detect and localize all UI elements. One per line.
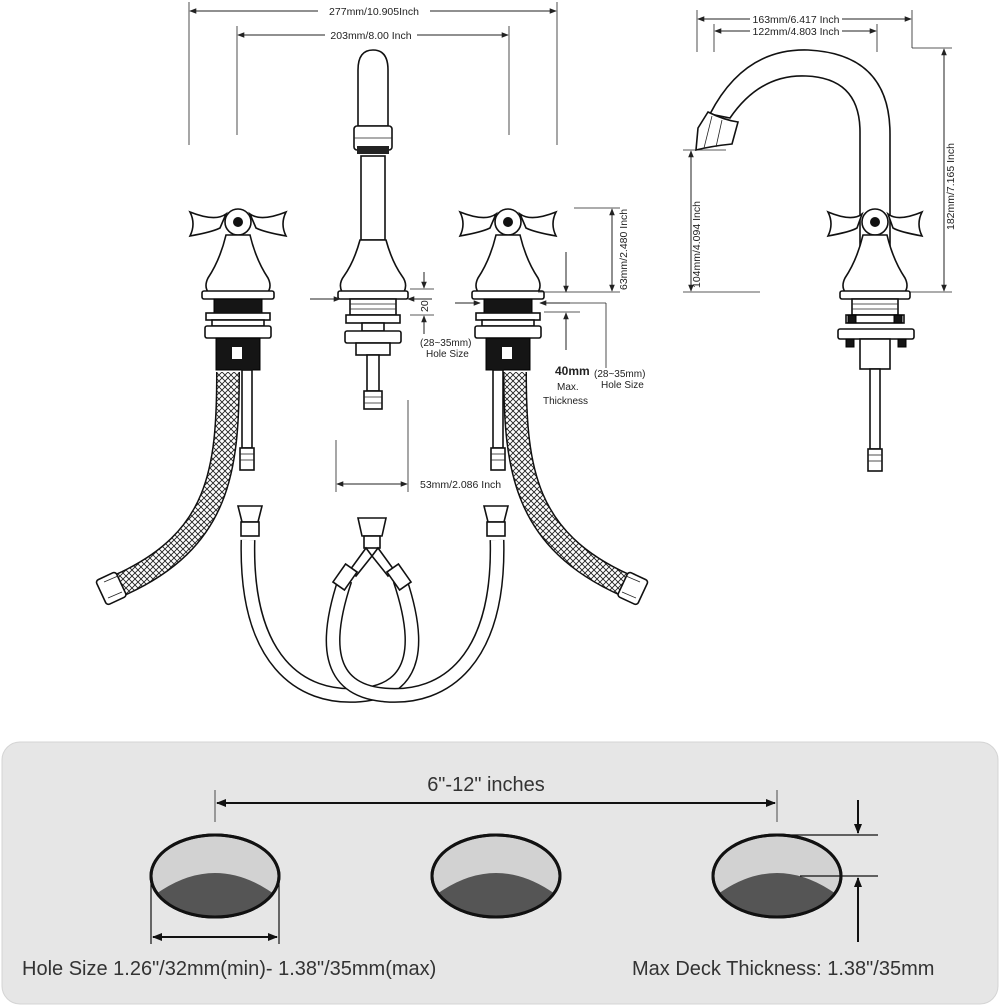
right-hole-size-label: Hole Size	[601, 380, 644, 391]
max-thickness-value: 40mm	[555, 364, 590, 378]
overall-width-label: 277mm/10.905Inch	[329, 6, 419, 18]
deck-hole-center	[430, 833, 562, 919]
supply-hoses	[115, 371, 630, 703]
hose-end-nuts	[95, 571, 649, 606]
total-height-dimension: 182mm/7.165 Inch	[906, 48, 957, 293]
hose-connectors	[236, 505, 510, 592]
left-hole-size-label: Hole Size	[426, 349, 469, 360]
spout-offset-label: 53mm/2.086 Inch	[420, 479, 501, 491]
reach-dimension: 122mm/4.803 Inch	[713, 24, 878, 52]
hole-size-caption: Hole Size 1.26"/32mm(min)- 1.38"/35mm(ma…	[22, 958, 436, 980]
right-hole-size-dimension: 40mm Max. Thickness (28~35mm) Hole Size	[455, 252, 645, 407]
handle-height-dimension: 63mm/2.480 Inch	[538, 207, 630, 293]
center-spread-dimension: 203mm/8.00 Inch	[236, 26, 510, 135]
left-hole-size-dimension: 20 (28~35mm) Hole Size	[310, 272, 471, 360]
depth-overall-label: 163mm/6.417 Inch	[753, 14, 840, 26]
max-thickness-label-2: Thickness	[543, 396, 588, 407]
total-height-label: 182mm/7.165 Inch	[945, 143, 957, 230]
max-thickness-label-1: Max.	[557, 382, 579, 393]
depth-overall-dimension: 163mm/6.417 Inch	[696, 10, 952, 52]
side-view: 163mm/6.417 Inch 122mm/4.803 Inch 182mm/…	[683, 10, 957, 472]
reach-label: 122mm/4.803 Inch	[753, 26, 840, 38]
side-handle-valve	[826, 208, 924, 472]
deck-thickness-caption: Max Deck Thickness: 1.38"/35mm	[632, 958, 934, 980]
center-spout	[337, 49, 409, 410]
hole-diameter-dimension	[150, 876, 280, 944]
spout-height-dimension: 104mm/4.094 Inch	[683, 149, 760, 293]
spout-offset-dimension: 53mm/2.086 Inch	[335, 400, 501, 492]
right-handle-valve	[458, 208, 558, 471]
installation-panel: 6"-12" inches	[1, 741, 999, 1005]
left-handle-valve	[188, 208, 288, 471]
center-spread-label: 203mm/8.00 Inch	[330, 30, 411, 42]
nut-gap-label: 20	[419, 300, 431, 312]
front-view: 277mm/10.905Inch 203mm/8.00 Inch	[95, 2, 649, 703]
handle-height-label: 63mm/2.480 Inch	[618, 209, 630, 290]
spout-height-label: 104mm/4.094 Inch	[691, 201, 703, 288]
left-hole-size-range: (28~35mm)	[420, 338, 471, 349]
right-hole-size-range: (28~35mm)	[594, 369, 645, 380]
spread-label: 6"-12" inches	[427, 774, 545, 796]
deck-hole-left	[149, 833, 281, 919]
spread-dimension: 6"-12" inches	[214, 774, 778, 822]
overall-width-dimension: 277mm/10.905Inch	[188, 2, 558, 145]
deck-thickness-dimension	[777, 800, 878, 942]
